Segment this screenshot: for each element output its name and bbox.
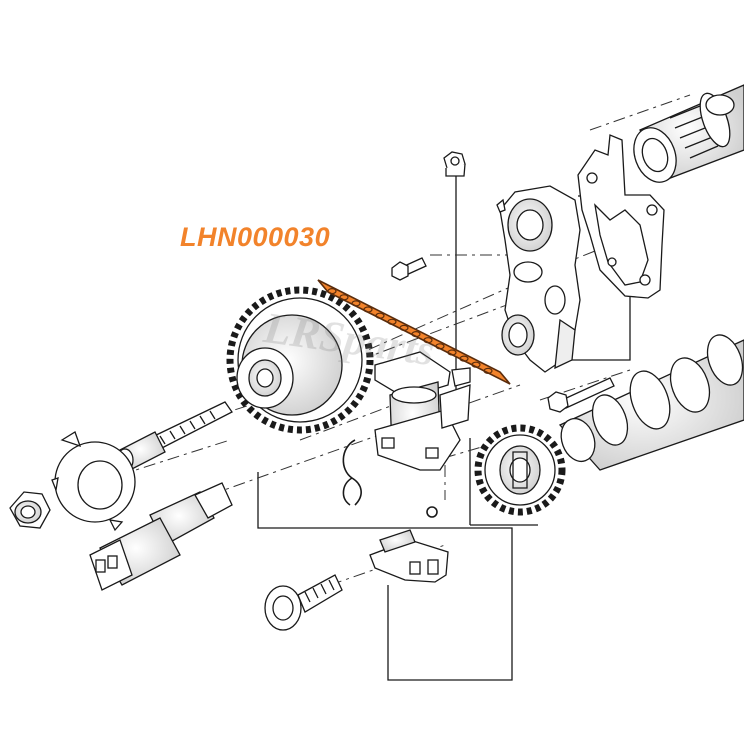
flange-bolt [264, 574, 343, 631]
chain-link [423, 337, 433, 344]
bolt-short [391, 257, 427, 281]
chain-link [447, 349, 457, 356]
cylinder-head-housing [496, 185, 581, 373]
washer [51, 431, 136, 532]
camshaft-upper [633, 84, 744, 183]
chain-link [411, 331, 421, 338]
chain-link [471, 361, 481, 368]
phaser-sensor [89, 482, 233, 591]
chain-link [339, 294, 349, 301]
sprocket-right [474, 424, 566, 516]
timing-chain [317, 279, 511, 385]
spring-clip [342, 439, 438, 518]
bolt-long [547, 377, 615, 413]
chain-tensioner [374, 351, 471, 471]
camshaft-lower [558, 334, 744, 471]
chain-link [351, 300, 361, 307]
gasket [577, 134, 665, 299]
chain-link [459, 355, 469, 362]
sprocket-left [226, 286, 374, 434]
stud [116, 401, 233, 472]
chain-link [363, 306, 373, 313]
nut-top [443, 151, 466, 177]
tensioner-bracket [369, 529, 449, 583]
chain-link [483, 367, 493, 374]
chain-link [399, 324, 409, 331]
chain-link [327, 288, 337, 295]
chain-link [375, 312, 385, 319]
chain-link [435, 343, 445, 350]
chain-link [387, 318, 397, 325]
nut-left [9, 491, 51, 529]
part-number-label: LHN000030 [180, 222, 331, 252]
